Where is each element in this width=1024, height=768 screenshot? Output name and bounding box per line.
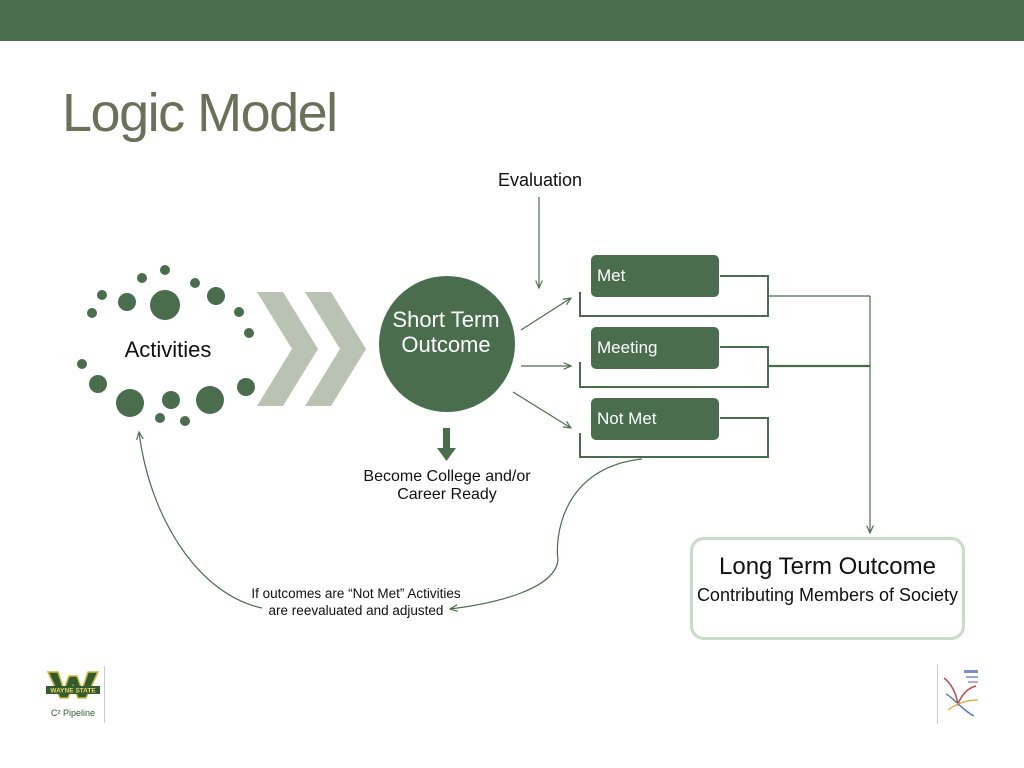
bracket-not-met [579,417,769,458]
feedback-curve-to-note [450,458,643,609]
ring-dot [87,308,97,318]
ring-dot [155,413,165,423]
arrow-to-met [520,298,571,331]
partner-logo [937,664,984,724]
slide-title: Logic Model [62,83,338,143]
ring-dot [234,307,244,317]
career-ready-label: Become College and/or Career Ready [363,468,531,503]
ring-dot [77,359,87,369]
logo-caption: C² Pipeline [51,708,95,718]
status-met-box: Met [591,255,719,297]
short-term-outcome-label: Short Term Outcome [392,307,500,357]
ring-dot [160,265,170,275]
status-not-met-box: Not Met [591,398,719,440]
ring-dot [150,290,180,320]
ring-dot [190,278,200,288]
chevron-2 [305,292,366,406]
activities-label: Activities [124,337,212,362]
ring-dot [237,378,255,396]
ring-dot [162,391,180,409]
logo-wordmark: WAYNE STATE [50,688,96,695]
bracket-met [579,275,769,317]
ring-dot [207,287,225,305]
evaluation-label: Evaluation [497,170,583,190]
status-brackets [579,275,769,458]
down-arrow-icon [437,428,456,461]
feedback-curve-to-activities [139,432,263,609]
long-term-connectors [768,295,870,533]
chevron-arrows [257,292,366,406]
long-term-outcome-box: Long Term Outcome Contributing Members o… [690,537,965,640]
ring-dot [116,389,144,417]
bracket-meeting [579,346,769,388]
ring-dot [97,290,107,300]
ring-dot [137,273,147,283]
feedback-note: If outcomes are “Not Met” Activities are… [251,586,461,618]
chevron-1 [257,292,318,406]
ring-dot [196,386,224,414]
wayne-state-logo: WAYNE STATE C² Pipeline [42,666,105,723]
activities-dot-ring [77,265,255,426]
long-term-outcome-title: Long Term Outcome [719,553,936,580]
short-term-outcome-circle [379,276,515,412]
status-meeting-box: Meeting [591,327,719,369]
arrow-to-not-met [512,391,571,428]
ring-dot [118,293,136,311]
ring-dot [89,375,107,393]
long-term-outcome-subtitle: Contributing Members of Society [696,585,959,605]
top-banner [0,0,1024,41]
ring-dot [180,416,190,426]
ring-dot [244,328,254,338]
